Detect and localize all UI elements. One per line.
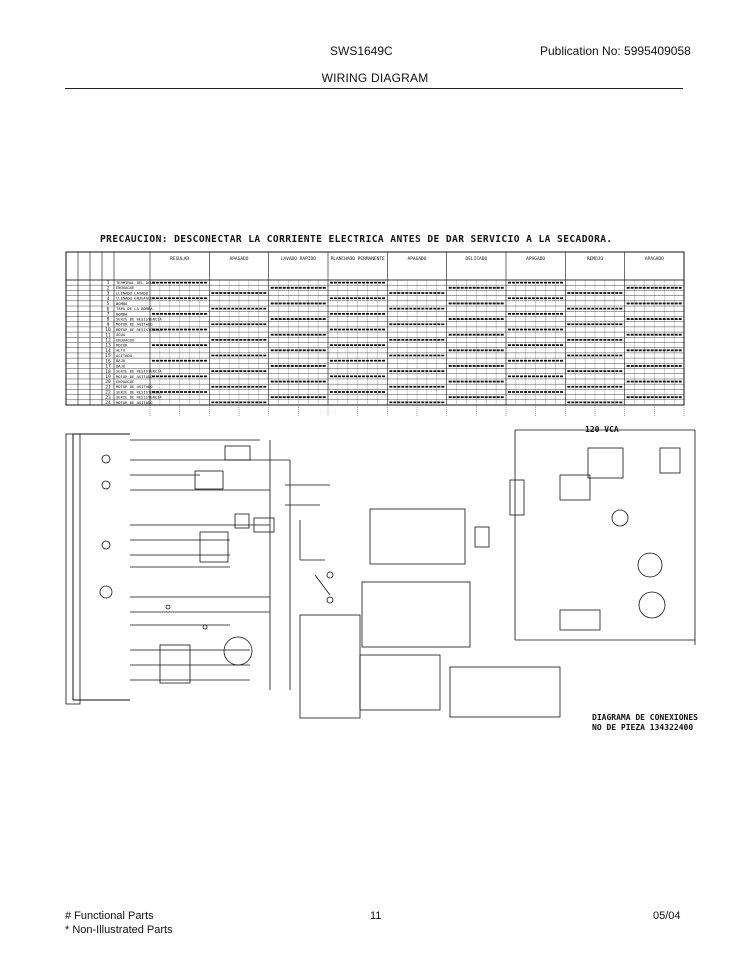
circuit-label: MOTOR DE AGITADO bbox=[116, 374, 153, 379]
cycle-label: DELICADO bbox=[465, 256, 487, 262]
cycle-label: LAVADO RAPIDO bbox=[281, 256, 317, 262]
timer-chart-frame bbox=[65, 251, 685, 406]
row-number: 21 bbox=[105, 384, 111, 390]
row-number: 16 bbox=[105, 358, 111, 364]
page-number: 11 bbox=[370, 910, 382, 922]
circuit-label: MOTOR DE AGITADO bbox=[116, 400, 153, 405]
row-number: 7 bbox=[107, 311, 110, 317]
row-number: 6 bbox=[107, 306, 110, 312]
cycle-label: APAGADO bbox=[408, 256, 427, 262]
circuit-label: LLENADO LAVADO bbox=[116, 290, 149, 295]
cycle-label: APAGADO bbox=[645, 256, 664, 262]
cycle-label: APAGADO bbox=[230, 256, 249, 262]
row-number: 8 bbox=[107, 317, 110, 323]
circuit-label: SERIE DE RESISTENCIA bbox=[116, 369, 162, 374]
model-number: SWS1649C bbox=[330, 44, 393, 58]
circuit-label: LLENADO ENJUAGUE bbox=[116, 296, 153, 301]
row-number: 22 bbox=[105, 390, 111, 396]
row-number: 24 bbox=[105, 400, 111, 406]
circuit-label: MOTOR bbox=[116, 343, 128, 348]
circuit-label: ENJUAGUE bbox=[116, 337, 135, 342]
ladder-rungs bbox=[130, 439, 291, 690]
footer-non-illustrated-parts: * Non-Illustrated Parts bbox=[65, 924, 173, 936]
row-number: 1 bbox=[107, 280, 110, 286]
circuit-label: MOTOR DE RESISTENCIA bbox=[116, 327, 162, 332]
warning-text: PRECAUCION: DESCONECTAR LA CORRIENTE ELE… bbox=[100, 234, 613, 245]
row-number: 13 bbox=[105, 343, 111, 349]
circuit-label: BAJO bbox=[116, 363, 126, 368]
row-number: 9 bbox=[107, 322, 110, 328]
line-circuit bbox=[474, 429, 696, 645]
circuit-label: BAJO bbox=[116, 358, 126, 363]
row-number: 3 bbox=[107, 291, 110, 297]
row-number: 11 bbox=[105, 332, 111, 338]
cycle-label: REGULAR bbox=[170, 256, 189, 262]
row-number: 18 bbox=[105, 369, 111, 375]
row-number: 23 bbox=[105, 395, 111, 401]
circuit-label: SERIE DE RESISTENCIA bbox=[116, 395, 162, 400]
circuit-label: ALTO bbox=[116, 348, 126, 353]
row-number: 10 bbox=[105, 327, 111, 333]
connector-block bbox=[299, 508, 561, 719]
page-title: WIRING DIAGRAM bbox=[321, 71, 429, 85]
circuit-label: AGITADO bbox=[116, 353, 133, 358]
row-number: 20 bbox=[105, 379, 111, 385]
publication-number: Publication No: 5995409058 bbox=[540, 44, 691, 58]
row-number: 19 bbox=[105, 374, 111, 380]
row-number: 5 bbox=[107, 301, 110, 307]
row-number: 2 bbox=[107, 285, 110, 291]
circuit-label: SERIE DE RESISTENCIA bbox=[116, 316, 162, 321]
circuit-label: SERIE DE RESISTENCIA bbox=[116, 389, 162, 394]
row-number: 12 bbox=[105, 338, 111, 344]
circuit-label: BOMBA bbox=[116, 301, 128, 306]
circuit-label: ENJUAGUE bbox=[116, 285, 135, 290]
circuit-label: TAPA DE LA BOMBA bbox=[116, 306, 153, 311]
diagram-caption: DIAGRAMA DE CONEXIONES bbox=[592, 713, 698, 722]
timer-chart: REGULAR APAGADO LAVADO RAPIDO PLANCHADO PER… bbox=[65, 251, 685, 417]
row-number: 17 bbox=[105, 364, 111, 370]
row-number: 14 bbox=[105, 348, 111, 354]
cycle-label: APAGADO bbox=[526, 256, 545, 262]
footer-functional-parts: # Functional Parts bbox=[65, 910, 154, 922]
power-label: 120 VCA bbox=[585, 425, 619, 434]
part-number: NO DE PIEZA 134322400 bbox=[592, 723, 694, 732]
cycle-label: PLANCHADO PERMANENTE bbox=[331, 256, 385, 262]
circuit-label: ENJUAGUE bbox=[116, 379, 135, 384]
cycle-label: REMOJO bbox=[587, 256, 604, 262]
row-number: 15 bbox=[105, 353, 111, 359]
row-number: 4 bbox=[107, 296, 110, 302]
circuit-label: MOTOR DE AGITADO bbox=[116, 384, 153, 389]
circuit-label: MOTOR DE AGITADO bbox=[116, 322, 153, 327]
switch-symbols bbox=[99, 445, 275, 684]
header-rule bbox=[65, 88, 683, 89]
circuit-label: AGUA bbox=[116, 332, 126, 337]
timer-ladder bbox=[65, 433, 130, 705]
service-cord bbox=[285, 484, 334, 604]
publication-date: 05/04 bbox=[653, 910, 681, 922]
circuit-label: TERMINAL DEL AGUA bbox=[116, 280, 156, 285]
circuit-label: BOMBA bbox=[116, 311, 128, 316]
wiring-schematic bbox=[65, 429, 696, 719]
